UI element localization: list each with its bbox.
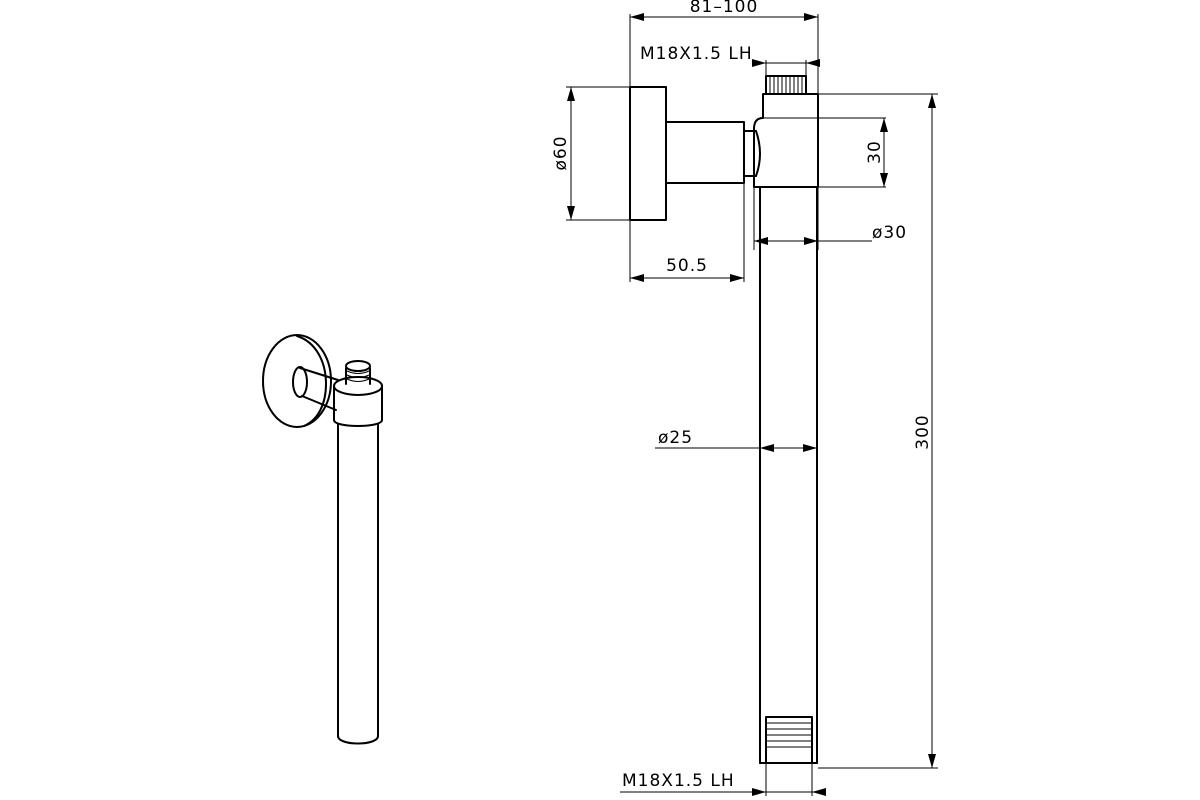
dim-bottom-thread-line bbox=[620, 763, 826, 796]
bottom-thread bbox=[765, 716, 813, 764]
iso-thread-sides bbox=[345, 367, 371, 385]
iso-thread-top bbox=[345, 360, 371, 372]
iso-stem-bottom bbox=[301, 395, 337, 411]
dim-bottom-thread-label: M18X1.5 LH bbox=[622, 771, 735, 791]
iso-pipe-end bbox=[337, 735, 379, 745]
dim-body-height-label: 30 bbox=[865, 140, 885, 164]
dim-pipe-length-line bbox=[818, 93, 938, 769]
iso-flange-outer bbox=[262, 334, 332, 428]
dim-flange-diameter-label: ø60 bbox=[551, 135, 571, 170]
iso-stem-top bbox=[299, 367, 339, 381]
iso-body bbox=[333, 385, 383, 427]
bottom-thread-lines bbox=[766, 722, 812, 748]
connector-curve bbox=[755, 130, 761, 177]
pipe bbox=[759, 186, 818, 764]
dim-body-diameter-label: ø30 bbox=[872, 223, 907, 243]
dim-pipe-length-label: 300 bbox=[913, 414, 933, 449]
dim-top-thread-label: M18X1.5 LH bbox=[640, 44, 753, 64]
iso-pipe bbox=[337, 423, 379, 737]
iso-flange-rim bbox=[296, 335, 327, 427]
dim-flange-diameter-line bbox=[566, 86, 630, 221]
dimensions: 81–100 M18X1.5 LH ø60 30 ø30 50.5 ø25 30… bbox=[551, 0, 938, 796]
stem bbox=[665, 121, 745, 184]
dim-total-depth-label: 81–100 bbox=[690, 0, 759, 17]
side-view bbox=[629, 75, 819, 764]
dim-flange-offset-line bbox=[629, 183, 745, 282]
isometric-view bbox=[262, 334, 383, 745]
iso-body-top bbox=[333, 376, 383, 396]
dim-total-depth-line bbox=[629, 14, 819, 94]
dim-pipe-diameter-label: ø25 bbox=[658, 428, 693, 448]
dim-flange-offset-label: 50.5 bbox=[666, 256, 708, 276]
top-thread-lines bbox=[769, 76, 803, 94]
flange bbox=[629, 86, 667, 221]
iso-stem-end bbox=[292, 366, 308, 398]
connector-body bbox=[753, 93, 819, 188]
iso-thread-lines bbox=[346, 370, 370, 382]
